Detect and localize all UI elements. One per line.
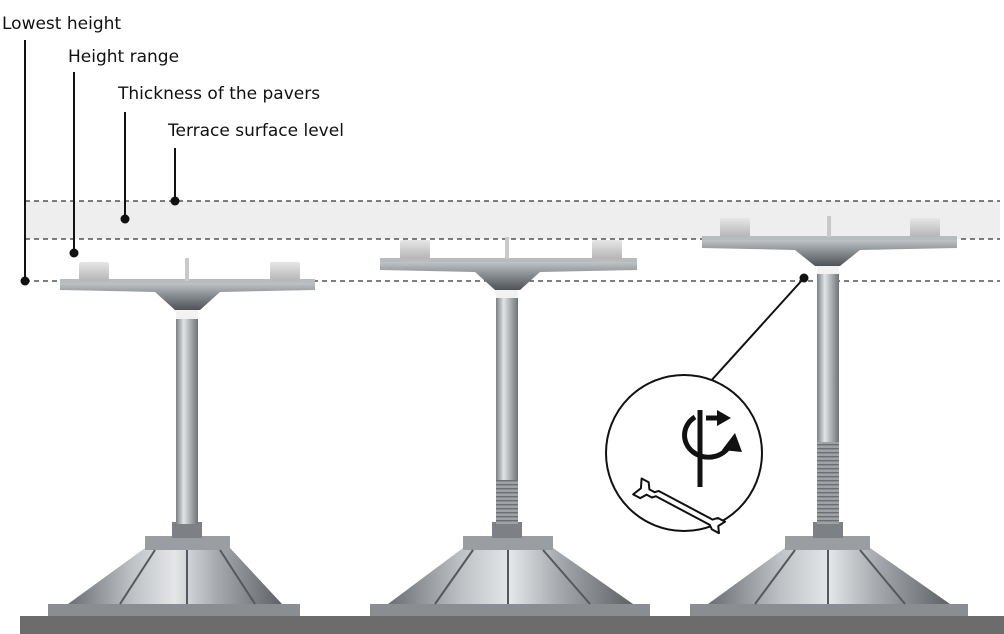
rotate-arrows-icon [682, 410, 742, 487]
pedestal-lowest [48, 258, 315, 616]
label-terrace-level: Terrace surface level [167, 121, 344, 141]
wrench-icon [632, 477, 727, 535]
pedestal-highest [690, 216, 968, 616]
terrace-level-dot [170, 196, 180, 206]
label-paver-thickness: Thickness of the pavers [117, 84, 320, 104]
floor-slab [20, 616, 1004, 634]
callout-dot [799, 273, 809, 283]
label-height-range: Height range [68, 47, 179, 67]
callout-leader [699, 277, 805, 394]
label-lowest-height: Lowest height [2, 14, 121, 34]
paver-thickness-band [25, 201, 1000, 239]
lowest-height-dot [20, 276, 30, 286]
height-range-dot [69, 248, 79, 258]
paver-thickness-dot [120, 214, 130, 224]
pedestal-middle [370, 237, 650, 616]
